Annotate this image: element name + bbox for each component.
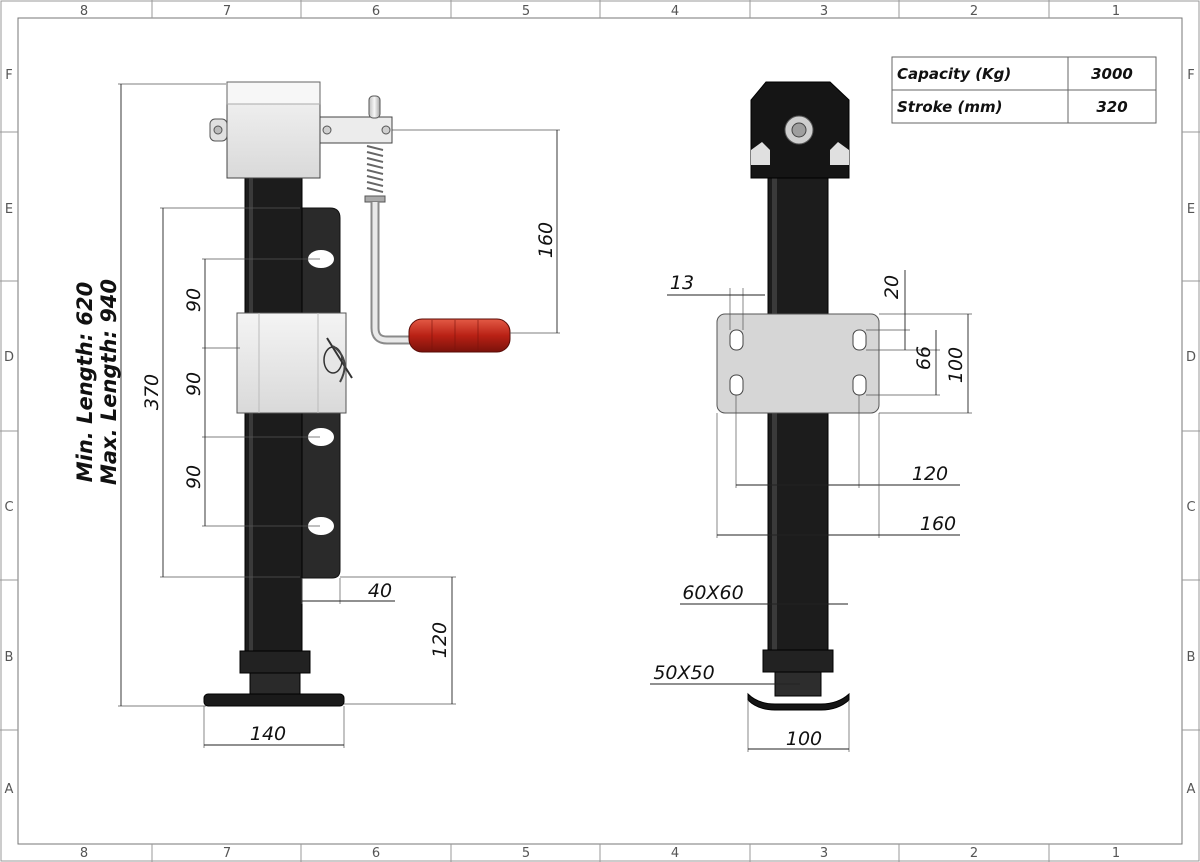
zone-bottom-5: 5	[522, 846, 530, 861]
dim-120-side: 120	[429, 622, 451, 658]
front-view-dimensions: 13 20 66 100 120 160 60X60 50X50 100	[650, 270, 972, 752]
min-length-label: Min. Length: 620	[73, 282, 97, 482]
front-view-jack	[716, 81, 880, 711]
zone-bottom-4: 4	[671, 846, 679, 861]
plate-hole-tl	[729, 329, 744, 351]
spec-table: Capacity (Kg) 3000 Stroke (mm) 320	[891, 56, 1157, 124]
dim-160-front: 160	[920, 513, 956, 535]
locking-pin	[323, 337, 353, 383]
zone-top-6: 6	[372, 4, 380, 19]
zone-right-F: F	[1187, 68, 1194, 83]
zone-bottom-6: 6	[372, 846, 380, 861]
dim-370: 370	[141, 374, 163, 410]
stroke-value: 320	[1096, 98, 1127, 116]
crank-handle-grip	[408, 318, 511, 353]
dim-20: 20	[881, 275, 903, 299]
zone-top-1: 1	[1112, 4, 1120, 19]
bracket-slot-2	[308, 428, 334, 446]
zone-top-5: 5	[522, 4, 530, 19]
zone-right-A: A	[1187, 782, 1196, 797]
dim-60x60: 60X60	[682, 582, 743, 604]
zone-bottom-2: 2	[970, 846, 978, 861]
zone-top-3: 3	[820, 4, 828, 19]
front-lower-collar	[762, 649, 834, 673]
zone-bottom-7: 7	[223, 846, 231, 861]
crank-spring	[366, 145, 384, 193]
zone-labels: 8 7 6 5 4 3 2 1 8 7 6 5 4 3 2 1 F E D C …	[4, 4, 1196, 861]
dim-90-mid: 90	[183, 372, 205, 396]
side-foot-pad	[203, 693, 345, 707]
dim-13: 13	[670, 272, 694, 294]
capacity-label: Capacity (Kg)	[897, 65, 1011, 83]
zone-right-E: E	[1187, 202, 1195, 217]
dim-50x50: 50X50	[653, 662, 714, 684]
dim-120-front: 120	[912, 463, 948, 485]
plate-hole-br	[852, 374, 867, 396]
zone-right-C: C	[1186, 500, 1195, 515]
side-view-dimensions: Min. Length: 620 Max. Length: 940 370 90…	[73, 83, 560, 748]
zone-left-F: F	[5, 68, 12, 83]
zone-bottom-1: 1	[1112, 846, 1120, 861]
zone-top-2: 2	[970, 4, 978, 19]
zone-right-B: B	[1187, 650, 1196, 665]
dim-100-foot: 100	[786, 728, 822, 750]
front-tube	[767, 175, 829, 653]
zone-top-4: 4	[671, 4, 679, 19]
zone-top-7: 7	[223, 4, 231, 19]
zone-right-D: D	[1186, 350, 1196, 365]
max-length-label: Max. Length: 940	[97, 279, 121, 485]
crank-rod	[370, 202, 412, 345]
dim-160-handle: 160	[535, 222, 557, 258]
zone-left-A: A	[5, 782, 14, 797]
side-view-jack	[203, 81, 511, 707]
dim-40: 40	[368, 580, 392, 602]
side-tube	[244, 175, 303, 653]
zone-top-8: 8	[80, 4, 88, 19]
side-lower-collar	[239, 650, 311, 674]
zone-left-D: D	[4, 350, 14, 365]
zone-left-C: C	[4, 500, 13, 515]
zone-left-B: B	[5, 650, 14, 665]
bracket-slot-1	[308, 250, 334, 268]
dim-100-plate: 100	[945, 347, 967, 383]
plate-hole-bl	[729, 374, 744, 396]
crank-bracket	[319, 116, 393, 144]
capacity-value: 3000	[1091, 65, 1133, 83]
dim-90-top: 90	[183, 288, 205, 312]
plate-hole-tr	[852, 329, 867, 351]
stroke-label: Stroke (mm)	[897, 98, 1002, 116]
zone-bottom-3: 3	[820, 846, 828, 861]
zone-left-E: E	[5, 202, 13, 217]
bracket-slot-3	[308, 517, 334, 535]
zone-bottom-8: 8	[80, 846, 88, 861]
front-mounting-plate	[716, 313, 880, 414]
dim-66: 66	[913, 346, 935, 370]
dim-140: 140	[250, 723, 286, 745]
dim-90-bottom: 90	[183, 465, 205, 489]
